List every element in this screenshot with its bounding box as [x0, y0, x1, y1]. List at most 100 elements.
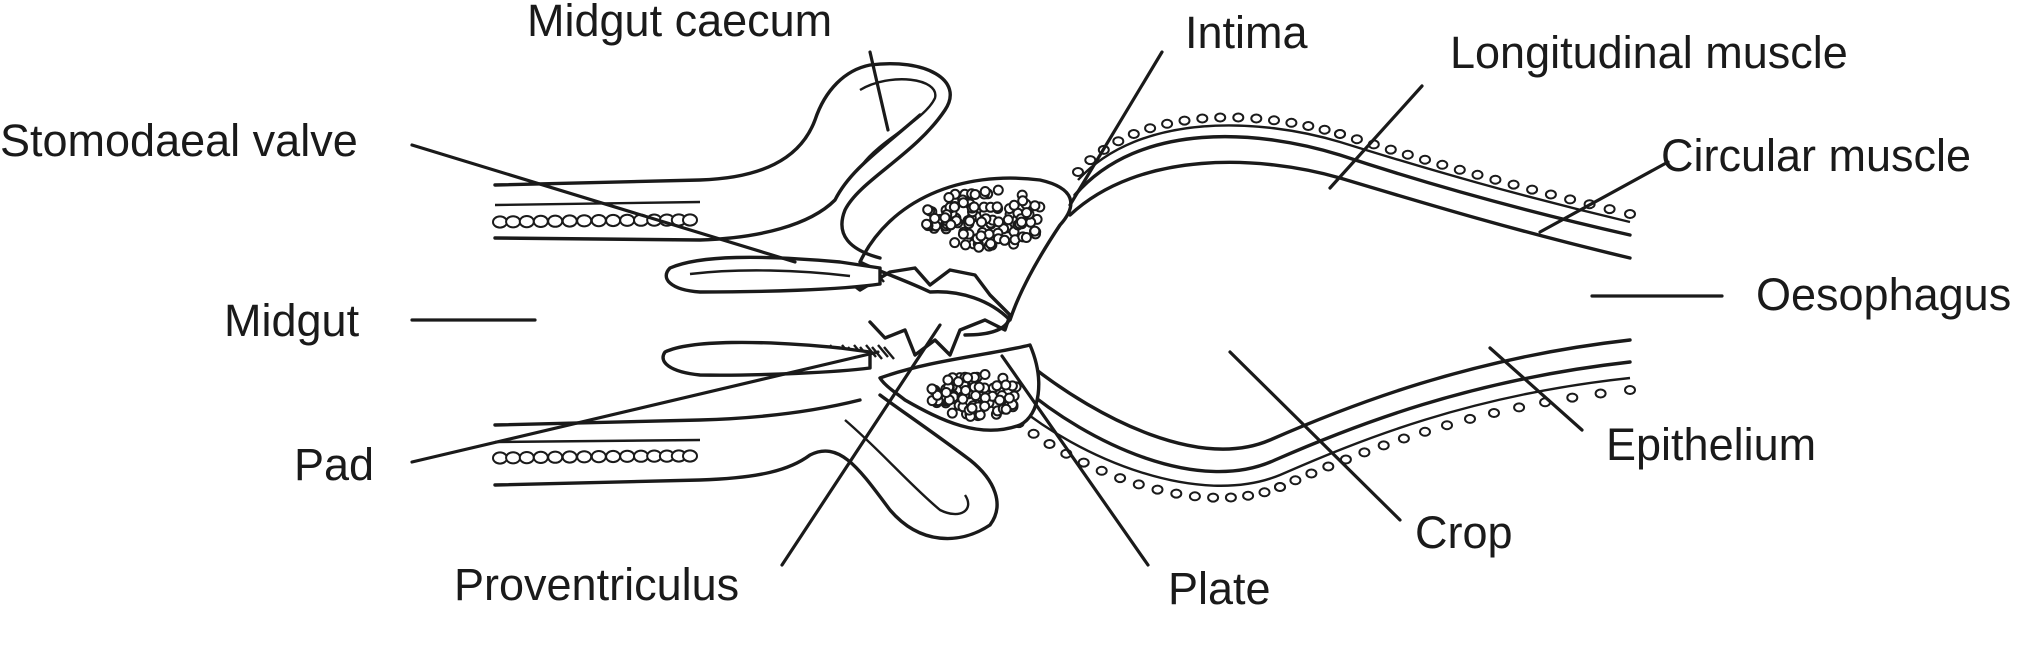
- stipple-cell: [957, 228, 969, 240]
- stipple-cell: [966, 402, 978, 414]
- muscle-bead: [1489, 174, 1502, 185]
- muscle-bead: [1214, 112, 1227, 123]
- muscle-bead: [1127, 129, 1140, 139]
- muscle-bead: [590, 214, 607, 228]
- intima-stipple-upper: [921, 184, 1046, 253]
- muscle-bead: [1453, 164, 1466, 175]
- leader-stomodaeal-valve: [410, 143, 797, 264]
- label-plate: Plate: [1168, 563, 1271, 614]
- muscle-bead: [1302, 121, 1315, 131]
- stipple-cell: [968, 201, 980, 213]
- stipple-cell: [964, 215, 976, 227]
- muscle-bead: [590, 450, 607, 464]
- muscle-bead: [1464, 413, 1476, 424]
- stipple-cell: [945, 219, 957, 231]
- stipple-cell: [973, 241, 985, 253]
- muscle-bead: [1170, 488, 1183, 499]
- muscle-bead: [1397, 433, 1410, 444]
- stipple-cell: [979, 400, 991, 412]
- muscle-bead: [1196, 113, 1209, 124]
- stipple-cell: [942, 374, 954, 386]
- stipple-cell: [946, 407, 958, 419]
- bristle: [877, 344, 889, 358]
- leader-crop: [1228, 350, 1402, 522]
- stipple-cell: [929, 212, 941, 224]
- muscle-bead: [576, 214, 593, 228]
- muscle-bead: [1334, 129, 1346, 139]
- muscle-bead: [1151, 484, 1164, 495]
- stipple-cell: [1002, 214, 1014, 226]
- label-epithelium: Epithelium: [1606, 419, 1816, 470]
- muscle-bead: [682, 213, 698, 227]
- stipple-cell: [1016, 216, 1027, 228]
- muscle-bead: [505, 215, 522, 229]
- stipple-cell: [957, 393, 969, 405]
- muscle-bead: [633, 449, 649, 463]
- intima-stipple-lower: [926, 369, 1022, 422]
- muscle-bead: [532, 450, 549, 464]
- muscle-bead: [561, 450, 578, 464]
- muscle-bead: [1285, 117, 1298, 128]
- stipple-cell: [976, 216, 987, 228]
- muscle-bead: [1419, 154, 1431, 165]
- label-proventriculus: Proventriculus: [454, 559, 739, 610]
- muscle-bead: [1526, 184, 1539, 195]
- label-intima: Intima: [1185, 7, 1309, 58]
- bristle: [883, 346, 895, 360]
- muscle-bead: [1322, 461, 1335, 472]
- muscle-bead: [1112, 136, 1125, 147]
- stipple-cell: [992, 184, 1004, 196]
- muscle-bead: [1544, 189, 1557, 200]
- muscle-bead: [1594, 388, 1607, 399]
- leader-lines: [410, 50, 1724, 567]
- midgut-upper-beads: [492, 213, 698, 229]
- stipple-cell: [979, 186, 991, 197]
- muscle-bead: [1358, 447, 1371, 458]
- muscle-bead: [1384, 144, 1397, 155]
- label-oesophagus: Oesophagus: [1756, 269, 2011, 320]
- muscle-bead: [492, 215, 508, 229]
- muscle-bead: [1224, 492, 1237, 503]
- leader-midgut-caecum: [868, 50, 890, 132]
- stipple-cell: [948, 201, 960, 213]
- muscle-bead: [1027, 428, 1040, 439]
- label-pad: Pad: [294, 439, 374, 490]
- label-midgut-caecum: Midgut caecum: [527, 0, 832, 46]
- stipple-cell: [1029, 200, 1041, 212]
- muscle-bead: [605, 449, 622, 464]
- muscle-bead: [619, 213, 636, 227]
- anatomy-drawing: [492, 62, 1636, 541]
- muscle-bead: [682, 449, 698, 463]
- stipple-cell: [999, 234, 1011, 246]
- stipple-cell: [926, 383, 938, 395]
- muscle-bead: [1077, 457, 1090, 468]
- midgut-lower-wall: [493, 393, 999, 541]
- muscle-bead: [1513, 402, 1526, 413]
- stipple-cell: [957, 197, 969, 209]
- muscle-bead: [1072, 167, 1084, 177]
- stipple-cell: [993, 216, 1005, 228]
- stipple-cell: [970, 390, 982, 402]
- muscle-bead: [1274, 482, 1286, 492]
- muscle-bead: [1441, 420, 1453, 431]
- midgut-upper-wall: [493, 62, 952, 260]
- stipple-cell: [969, 189, 981, 200]
- muscle-bead: [1268, 115, 1280, 126]
- muscle-bead: [1242, 490, 1255, 501]
- lower-valve-fold: [661, 340, 872, 377]
- muscle-bead: [1043, 439, 1056, 449]
- muscle-bead: [619, 449, 636, 463]
- muscle-bead: [576, 450, 593, 464]
- circular-muscle-beads-upper: [1072, 112, 1636, 219]
- muscle-bead: [1289, 475, 1302, 486]
- stipple-cell: [940, 387, 952, 398]
- leader-intima: [1068, 50, 1164, 207]
- stipple-cell: [960, 239, 971, 251]
- label-midgut: Midgut: [224, 295, 360, 346]
- stipple-cell: [962, 372, 974, 384]
- stipple-cell: [991, 201, 1003, 213]
- muscle-bead: [532, 214, 549, 228]
- muscle-bead: [1132, 479, 1145, 490]
- muscle-bead: [1188, 491, 1201, 502]
